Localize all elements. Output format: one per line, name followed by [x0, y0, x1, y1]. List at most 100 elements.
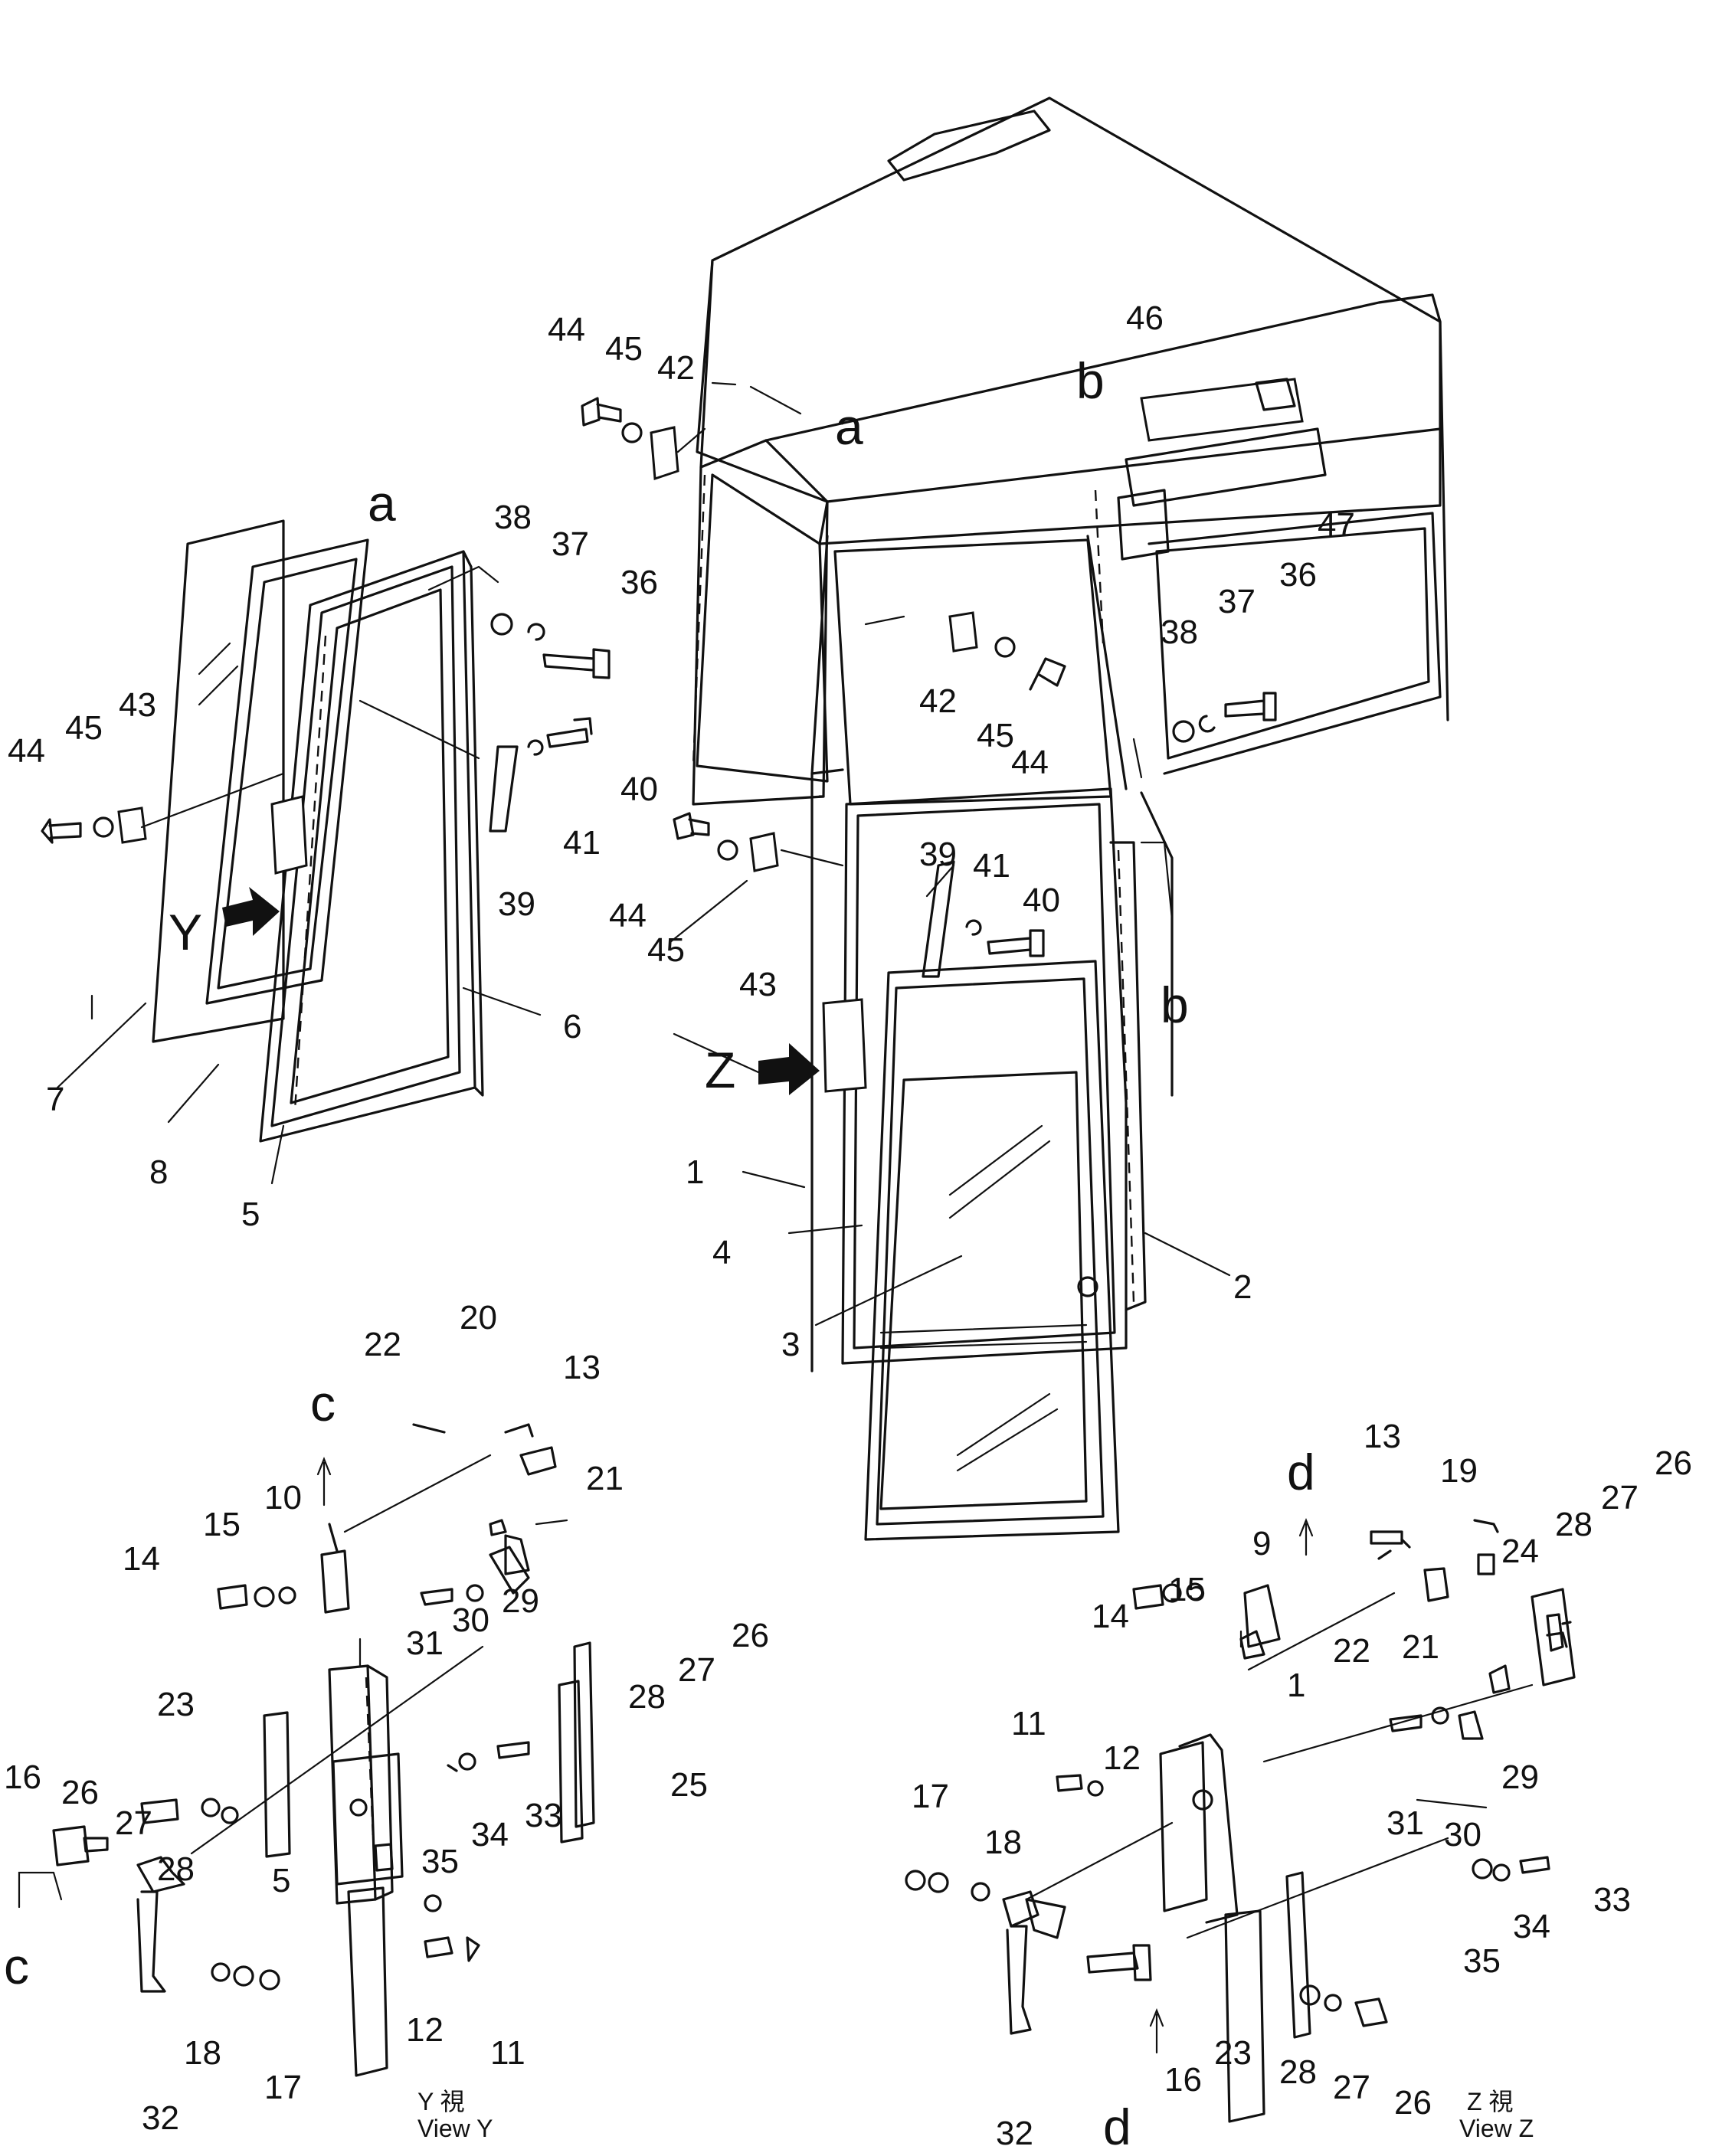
label-a-left: a — [368, 475, 396, 532]
bolt-44-left — [41, 818, 82, 844]
label-43-left: 43 — [119, 686, 156, 724]
label-31-z: 31 — [1387, 1804, 1424, 1842]
label-44-mid: 44 — [1011, 744, 1049, 781]
plate-43-left — [117, 806, 147, 844]
washer-41-right — [965, 919, 982, 936]
label-5: 5 — [241, 1196, 260, 1233]
label-18-z: 18 — [984, 1824, 1022, 1861]
label-b-right: b — [1161, 977, 1189, 1033]
label-21-z: 21 — [1402, 1628, 1439, 1666]
label-34-z: 34 — [1513, 1908, 1550, 1945]
washer-45-center — [717, 839, 738, 861]
label-2: 2 — [1233, 1268, 1252, 1306]
label-37-left: 37 — [552, 525, 589, 563]
label-17-z: 17 — [912, 1778, 949, 1815]
label-21-y: 21 — [586, 1460, 624, 1497]
label-c-top: c — [310, 1375, 336, 1431]
label-43-center: 43 — [739, 966, 777, 1003]
arrow-z — [758, 1043, 820, 1095]
label-27-y2: 27 — [115, 1804, 152, 1842]
label-7: 7 — [46, 1081, 64, 1118]
label-32-y: 32 — [142, 2099, 179, 2137]
label-42: 42 — [657, 349, 695, 387]
bolt-40-right — [987, 929, 1045, 957]
label-8: 8 — [149, 1153, 168, 1191]
arrow-c-bottom — [18, 1871, 63, 1909]
washer-38-right — [1172, 720, 1195, 743]
label-26-y2: 26 — [61, 1774, 99, 1811]
washer-45-mid — [994, 636, 1016, 658]
arrow-d-bottom — [1149, 2008, 1164, 2054]
washer-41-left — [527, 739, 544, 756]
label-a-top: a — [835, 398, 863, 455]
label-29-z: 29 — [1501, 1758, 1539, 1796]
view-y-assembly — [52, 1423, 595, 2077]
label-14-y: 14 — [123, 1540, 160, 1578]
bolt-44-top — [581, 397, 622, 427]
label-22-z: 22 — [1333, 1632, 1370, 1670]
label-6: 6 — [563, 1008, 581, 1045]
label-33-z: 33 — [1593, 1881, 1631, 1919]
label-26-z1: 26 — [1655, 1444, 1692, 1482]
label-47: 47 — [1318, 506, 1355, 544]
label-38-right: 38 — [1161, 613, 1198, 651]
label-12-y: 12 — [406, 2011, 444, 2049]
view-z-assembly — [905, 1519, 1576, 2123]
label-5-y: 5 — [272, 1862, 290, 1899]
label-36-right: 36 — [1279, 556, 1317, 594]
label-45: 45 — [605, 330, 643, 368]
label-32-z: 32 — [996, 2115, 1033, 2152]
label-29-y: 29 — [502, 1582, 539, 1620]
label-23-z: 23 — [1214, 2034, 1252, 2072]
bolt-44-center — [673, 812, 710, 840]
label-23-y: 23 — [157, 1686, 195, 1723]
label-33-y: 33 — [525, 1797, 562, 1834]
label-39-left: 39 — [498, 885, 535, 923]
label-18-y: 18 — [184, 2034, 221, 2072]
label-19: 19 — [1440, 1452, 1478, 1490]
label-44: 44 — [548, 311, 585, 348]
label-26-z2: 26 — [1394, 2084, 1432, 2122]
washer-37-right — [1198, 715, 1216, 733]
bolt-36-right — [1224, 692, 1277, 721]
label-40-right: 40 — [1023, 882, 1060, 919]
label-45-center: 45 — [647, 931, 685, 969]
part-labels: 44 45 42 a 46 b 47 a 38 37 36 43 45 44 4… — [4, 299, 1692, 2155]
bolt-44-mid — [1029, 657, 1066, 691]
label-Z: Z — [705, 1042, 735, 1098]
bolt-40-left — [546, 717, 593, 748]
plate-43-center — [749, 832, 779, 872]
arrow-y — [222, 887, 280, 936]
part-47 — [1125, 378, 1327, 507]
label-14-z: 14 — [1092, 1598, 1129, 1635]
door-latch-z — [822, 998, 867, 1093]
label-16-y: 16 — [4, 1758, 41, 1796]
label-c-bottom: c — [4, 1938, 29, 1994]
label-27-z2: 27 — [1333, 2069, 1370, 2106]
label-35-y: 35 — [421, 1843, 459, 1880]
label-28-z2: 28 — [1279, 2053, 1317, 2091]
label-17-y: 17 — [264, 2069, 302, 2106]
label-28-y1: 28 — [628, 1678, 666, 1716]
label-37-right: 37 — [1218, 583, 1256, 620]
label-15-z: 15 — [1168, 1571, 1206, 1608]
label-16-z: 16 — [1164, 2061, 1202, 2099]
label-41-right: 41 — [973, 847, 1010, 885]
label-41-left: 41 — [563, 824, 601, 862]
label-40-left: 40 — [620, 770, 658, 808]
hidden-line — [692, 474, 706, 767]
view-y-caption: View Y — [417, 2115, 493, 2142]
door-frame — [841, 787, 1147, 1541]
view-z-caption: View Z — [1459, 2115, 1534, 2142]
label-9: 9 — [1252, 1525, 1271, 1562]
label-30-z: 30 — [1444, 1816, 1481, 1853]
label-13-z: 13 — [1364, 1418, 1401, 1455]
label-d-bottom: d — [1103, 2099, 1131, 2155]
handle-39-right — [922, 860, 955, 978]
label-46: 46 — [1126, 299, 1164, 337]
section-line-b — [1094, 489, 1105, 644]
view-y-kanji: Y 視 — [417, 2088, 465, 2115]
label-10: 10 — [264, 1479, 302, 1516]
washer-45-top — [621, 422, 643, 443]
